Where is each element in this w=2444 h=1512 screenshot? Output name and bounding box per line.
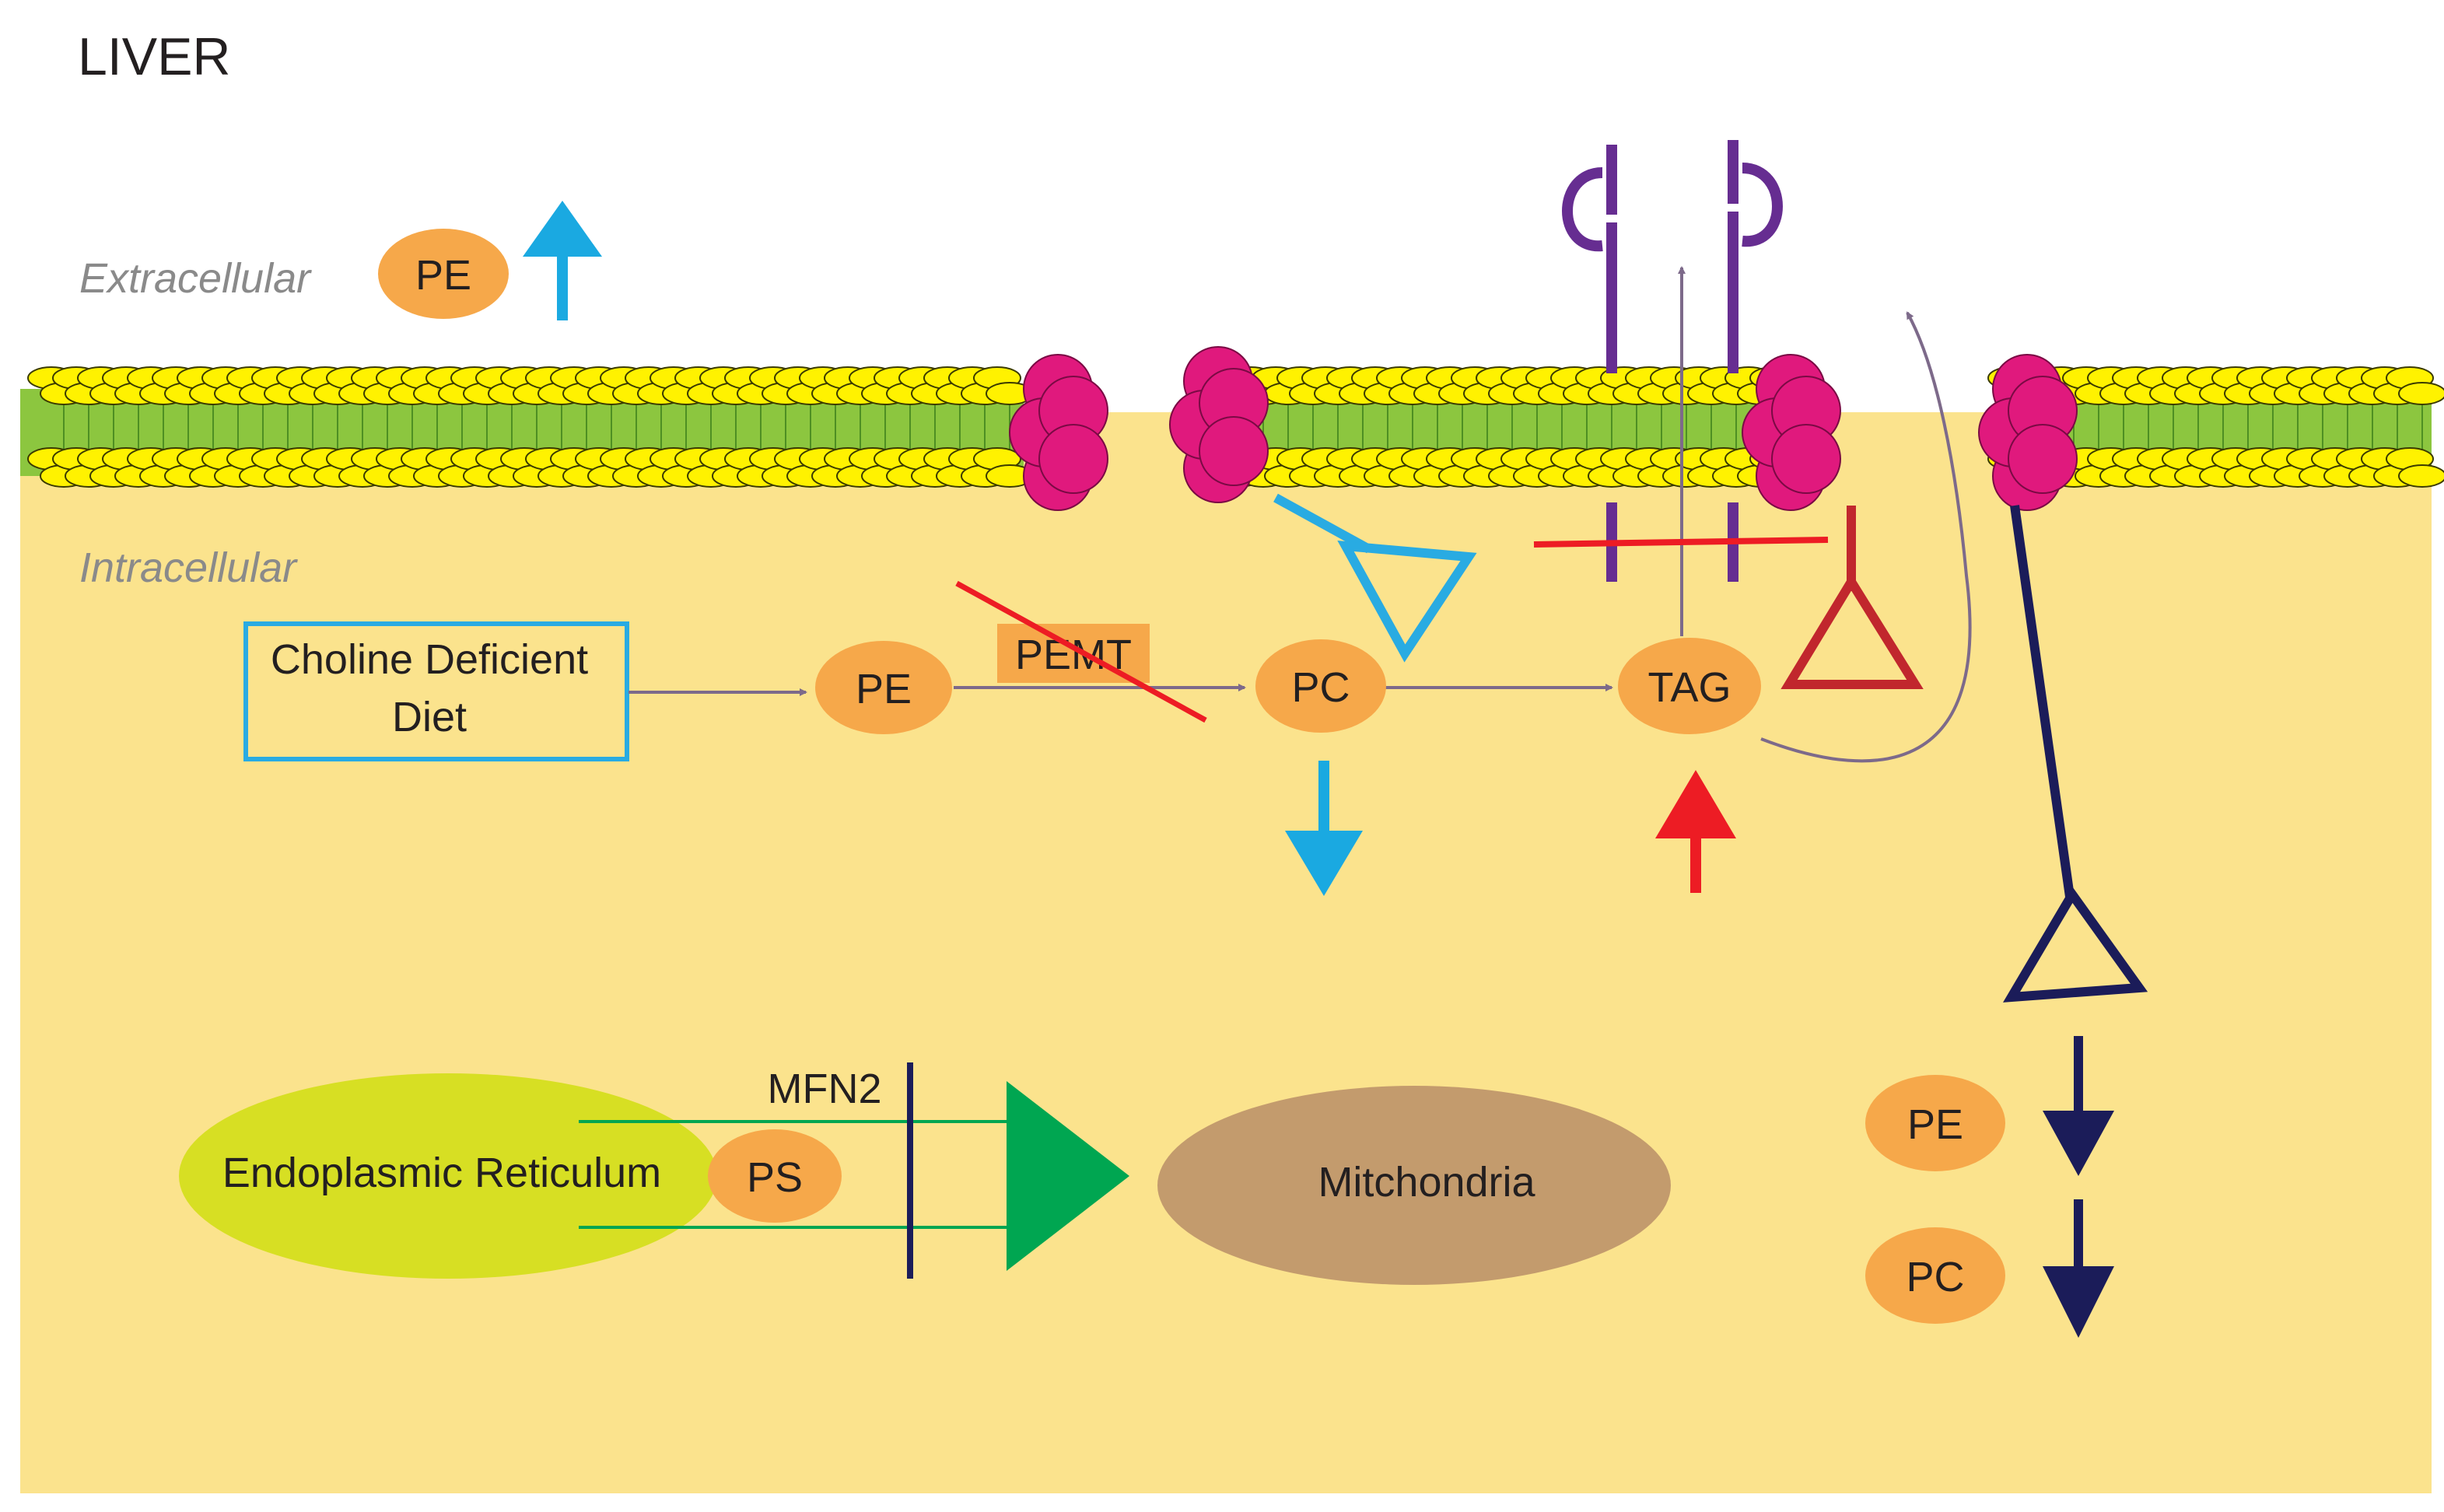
lipid-head xyxy=(2398,464,2444,488)
pe-decreased-label: PE xyxy=(1907,1101,1963,1148)
extracellular-label: Extracellular xyxy=(79,255,312,302)
increase-arrow-red-icon xyxy=(1655,770,1736,893)
pe-extracellular-label: PE xyxy=(415,252,471,299)
cytoplasm xyxy=(20,412,2432,1493)
membrane-protein xyxy=(2008,424,2078,494)
tag-label: TAG xyxy=(1648,664,1731,711)
flow-arrow-tag-curve xyxy=(1760,311,1972,763)
metabolite-ps xyxy=(708,1129,842,1223)
receptor-gap xyxy=(1716,204,1750,212)
metabolite-pc xyxy=(1255,639,1386,733)
membrane-proteins xyxy=(1009,346,2078,511)
pe-label: PE xyxy=(856,666,912,712)
ps-label: PS xyxy=(747,1154,803,1201)
inhibition-bar-icon xyxy=(1533,537,1829,548)
transfer-arrow-icon xyxy=(1007,1081,1129,1271)
metabolite-pc-decreased xyxy=(1865,1227,2005,1324)
organelle-mitochondria xyxy=(1157,1086,1671,1285)
membrane-protein xyxy=(1038,424,1108,494)
metabolite-pe-decreased xyxy=(1865,1075,2005,1171)
diet-label-line2: Diet xyxy=(392,694,467,740)
choline-diet-box xyxy=(243,621,629,761)
membrane-protein xyxy=(1771,424,1841,494)
diet-label-line1: Choline Deficient xyxy=(271,636,588,683)
metabolite-pe-extracellular xyxy=(378,229,509,319)
decrease-arrow-pc-icon xyxy=(2043,1199,2114,1338)
plasma-membrane xyxy=(20,366,2444,488)
pc-label: PC xyxy=(1291,664,1350,711)
mito-label: Mitchondria xyxy=(1318,1159,1535,1206)
lipid-bilayer xyxy=(27,366,2444,488)
pemt-strike-icon xyxy=(955,580,1207,723)
er-label: Endoplasmic Reticulum xyxy=(222,1150,661,1196)
decrease-arrow-icon xyxy=(1285,761,1363,896)
decrease-arrow-pe-icon xyxy=(2043,1036,2114,1176)
membrane-protein xyxy=(1199,416,1269,486)
receptor-gap-left xyxy=(1595,215,1629,222)
pc-decreased-label: PC xyxy=(1906,1254,1964,1300)
lipid-head xyxy=(2398,382,2444,405)
red-signal-icon xyxy=(1780,506,1924,689)
page-title: LIVER xyxy=(78,27,231,86)
navy-signal-icon xyxy=(2003,505,2148,1003)
increase-arrow-icon xyxy=(523,201,602,320)
mfn2-label: MFN2 xyxy=(768,1066,882,1112)
metabolite-pe xyxy=(815,641,952,734)
metabolite-tag xyxy=(1618,638,1761,734)
transporter-signal-icon xyxy=(1273,493,1477,663)
intracellular-label: Intracellular xyxy=(79,544,298,591)
